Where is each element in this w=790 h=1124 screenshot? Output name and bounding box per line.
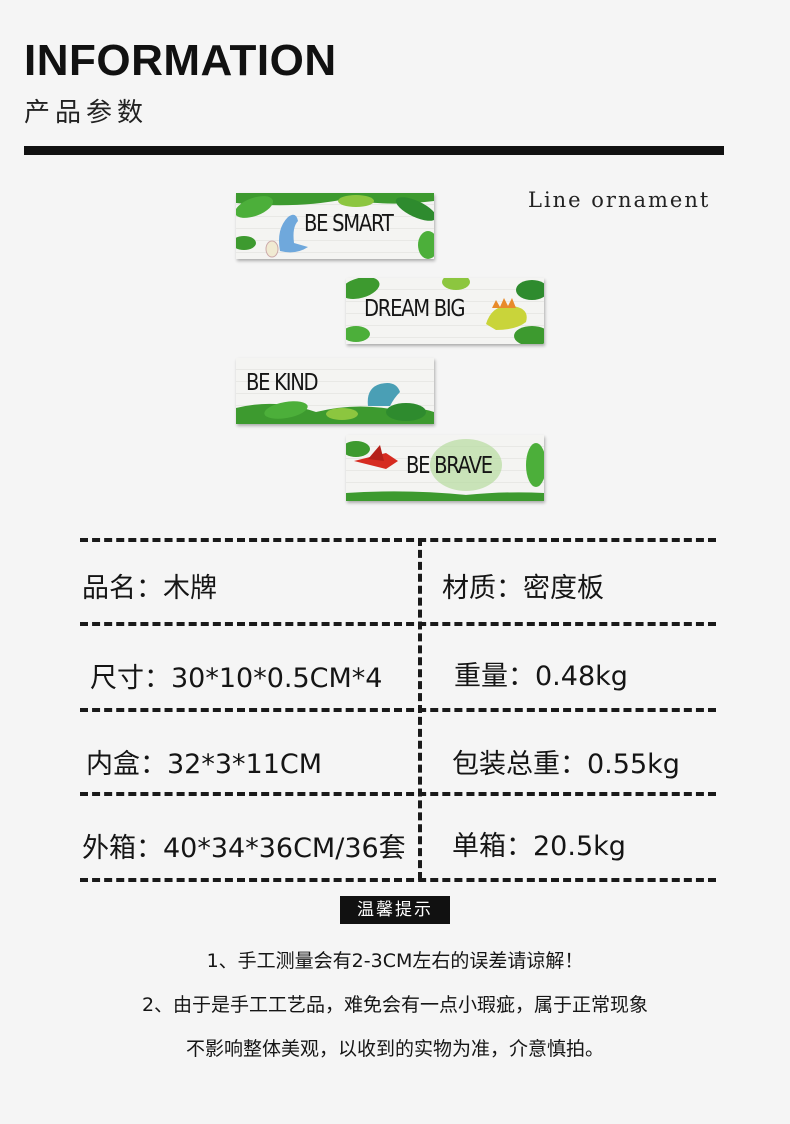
spec-name: 品名：木牌 [82, 573, 217, 604]
spec-inner-box: 内盒：32*3*11CM [86, 749, 323, 780]
spec-gross-weight: 包装总重：0.55kg [452, 749, 680, 780]
sign-be-smart: BE SMART [236, 193, 434, 259]
table-divider [80, 538, 716, 542]
leaf-decoration-icon [236, 383, 434, 424]
spec-weight: 重量：0.48kg [454, 661, 628, 692]
sign-text: BE BRAVE [406, 453, 493, 479]
notice-line-1: 1、手工测量会有2-3CM左右的误差请谅解！ [206, 950, 584, 972]
sign-be-brave: BE BRAVE [346, 435, 544, 501]
product-caption: Line ornament [528, 188, 711, 212]
sign-be-kind: BE KIND [236, 358, 434, 424]
sign-text: DREAM BIG [364, 296, 466, 322]
spec-outer-box: 外箱：40*34*36CM/36套 [82, 833, 406, 864]
table-divider [80, 792, 716, 796]
leaf-decoration-icon [346, 439, 544, 501]
table-divider [80, 878, 716, 882]
leaf-decoration-icon [236, 193, 434, 259]
table-divider [80, 708, 716, 712]
notice-line-2: 2、由于是手工工艺品，难免会有一点小瑕疵，属于正常现象 [141, 994, 649, 1016]
spec-material: 材质：密度板 [442, 573, 604, 604]
spec-size: 尺寸：30*10*0.5CM*4 [90, 663, 383, 694]
notice-line-3: 不影响整体美观，以收到的实物为准，介意慎拍。 [185, 1038, 604, 1060]
notice-badge: 温馨提示 [340, 896, 450, 924]
table-divider [80, 622, 716, 626]
header-rule [24, 146, 724, 155]
page-title: INFORMATION [24, 36, 337, 85]
leaf-decoration-icon [346, 278, 544, 344]
spec-carton-weight: 单箱：20.5kg [452, 831, 626, 862]
table-column-divider [418, 538, 422, 880]
sign-dream-big: DREAM BIG [346, 278, 544, 344]
sign-text: BE SMART [304, 211, 394, 237]
page-subtitle: 产品参数 [24, 98, 149, 128]
sign-text: BE KIND [246, 370, 319, 396]
